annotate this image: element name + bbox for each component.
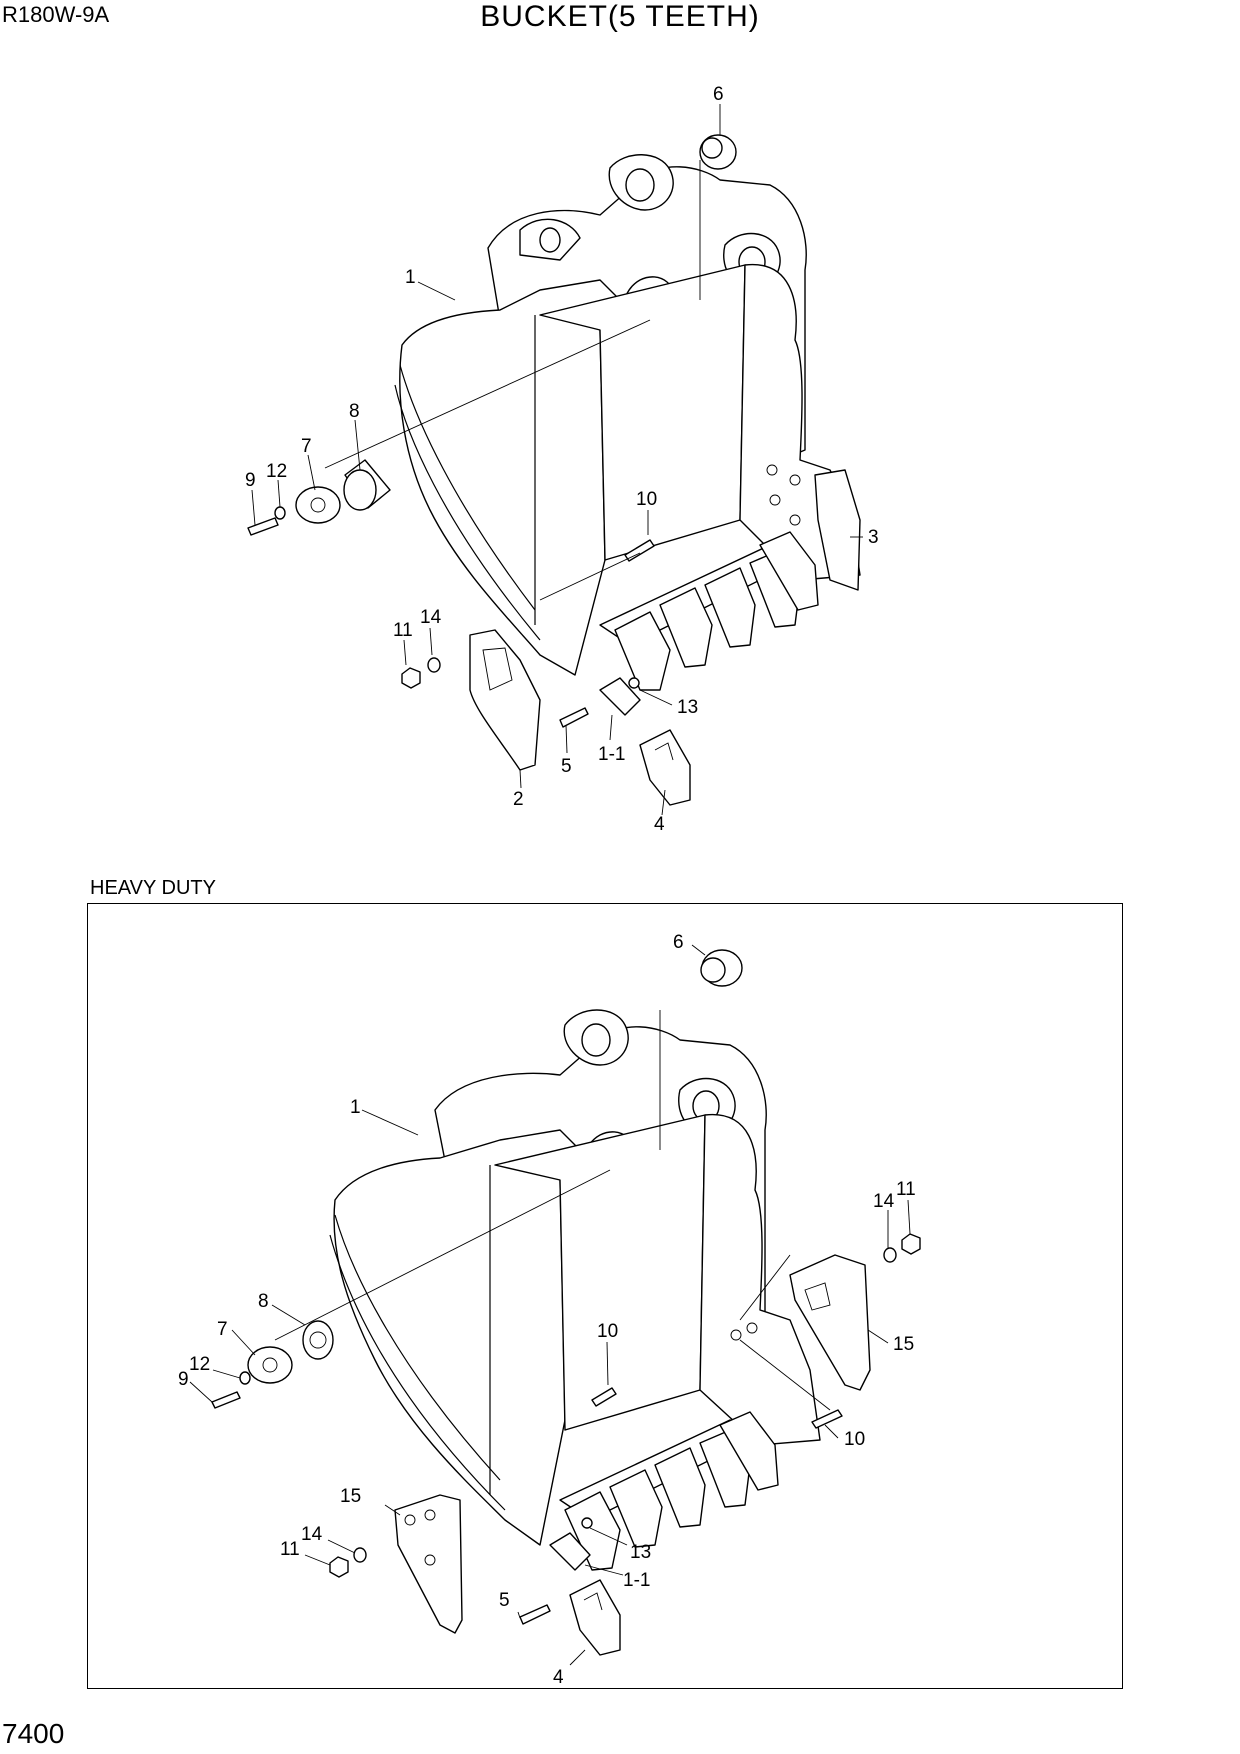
teeth-row <box>614 531 819 691</box>
hd-callout-11-left: 11 <box>280 1539 300 1560</box>
callout-6: 6 <box>713 84 724 105</box>
model-code: R180W-9A <box>2 2 110 27</box>
callout-1: 1 <box>405 267 416 288</box>
callout-13: 13 <box>677 697 698 718</box>
hd-callout-15-left: 15 <box>340 1486 361 1507</box>
hd-callout-4: 4 <box>553 1667 564 1688</box>
heavy-duty-frame <box>87 903 1123 1689</box>
hd-callout-10-upper: 10 <box>597 1321 618 1342</box>
hd-callout-1: 1 <box>350 1097 361 1118</box>
callout-10: 10 <box>636 489 657 510</box>
heavy-duty-leaders <box>189 944 911 1666</box>
callout-5: 5 <box>561 756 572 777</box>
hd-callout-5: 5 <box>499 1590 510 1611</box>
hd-callout-11-right: 11 <box>896 1179 916 1200</box>
standard-callouts: 1 1-1 2 3 4 5 6 7 8 9 10 11 12 13 14 <box>245 84 879 835</box>
hd-callout-10-lower: 10 <box>844 1429 865 1450</box>
callout-1-1: 1-1 <box>598 744 625 765</box>
hd-callout-14-left: 14 <box>301 1524 323 1545</box>
callout-14: 14 <box>420 607 442 628</box>
callout-8: 8 <box>349 401 360 422</box>
hd-callout-14-right: 14 <box>873 1191 895 1212</box>
hd-callout-13: 13 <box>630 1542 651 1563</box>
standard-leaders <box>251 104 863 816</box>
callout-4: 4 <box>654 814 665 835</box>
standard-bucket-assembly <box>247 134 861 806</box>
hd-callout-9: 9 <box>178 1369 189 1390</box>
callout-12: 12 <box>266 461 287 482</box>
callout-2: 2 <box>513 789 524 810</box>
page-title: BUCKET(5 TEETH) <box>480 0 760 33</box>
callout-7: 7 <box>301 436 312 457</box>
hd-callout-1-1: 1-1 <box>623 1570 650 1591</box>
heavy-duty-teeth-row <box>564 1411 779 1571</box>
hd-callout-12: 12 <box>189 1354 210 1375</box>
hd-callout-8: 8 <box>258 1291 269 1312</box>
page-number: 7400 <box>2 1718 65 1749</box>
heavy-duty-bucket-assembly <box>211 949 921 1656</box>
callout-11: 11 <box>393 620 413 641</box>
callout-3: 3 <box>868 527 879 548</box>
hd-callout-6: 6 <box>673 932 684 953</box>
heavy-duty-callouts: 1 1-1 4 5 6 7 8 9 10 10 11 11 12 13 14 1… <box>178 932 916 1688</box>
heavy-duty-label: HEAVY DUTY <box>90 877 216 899</box>
hd-callout-15-right: 15 <box>893 1334 914 1355</box>
callout-9: 9 <box>245 470 256 491</box>
hd-callout-7: 7 <box>217 1319 228 1340</box>
